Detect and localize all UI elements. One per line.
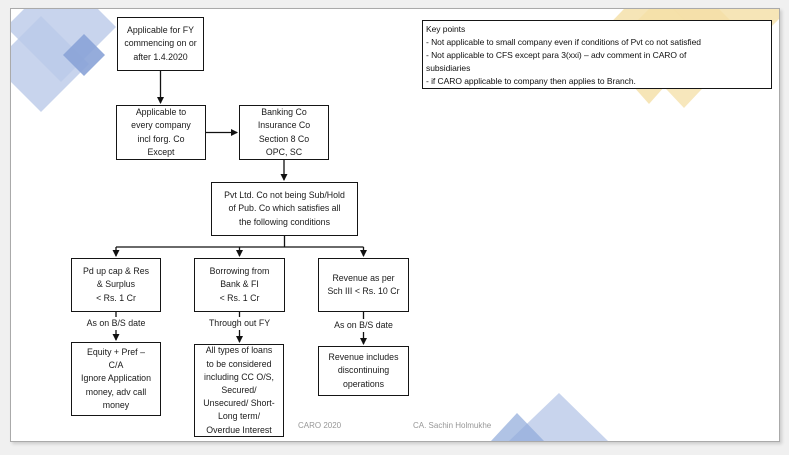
box-condition-borrowing: Borrowing from Bank & FI < Rs. 1 Cr — [194, 258, 285, 312]
decor-diamond-blue-dark — [63, 34, 105, 76]
box-condition-borrowing-text: Borrowing from Bank & FI < Rs. 1 Cr — [209, 266, 270, 303]
box-note-loans: All types of loans to be considered incl… — [194, 344, 284, 437]
box-fy-commencement: Applicable for FY commencing on or after… — [117, 17, 204, 71]
box-applicable-every-company: Applicable to every company incl forg. C… — [116, 105, 206, 160]
box-note-revenue: Revenue includes discontinuing operation… — [318, 346, 409, 396]
label-as-on-bs-date-revenue: As on B/S date — [318, 319, 409, 332]
box-note-capital-text: Equity + Pref – C/A Ignore Application m… — [81, 346, 151, 410]
decor-triangle-blue-large — [509, 393, 608, 441]
footer-slide-title: CARO 2020 — [298, 421, 342, 430]
box-note-capital: Equity + Pref – C/A Ignore Application m… — [71, 342, 161, 416]
footer-author: CA. Sachin Holmukhe — [413, 421, 492, 430]
box-condition-capital: Pd up cap & Res & Surplus < Rs. 1 Cr — [71, 258, 161, 312]
label-throughout-fy: Through out FY — [194, 317, 285, 330]
box-excepted-companies-text: Banking Co Insurance Co Section 8 Co OPC… — [257, 107, 311, 157]
box-condition-revenue: Revenue as per Sch III < Rs. 10 Cr — [318, 258, 409, 312]
box-applicable-every-company-text: Applicable to every company incl forg. C… — [131, 107, 191, 157]
box-note-loans-text: All types of loans to be considered incl… — [203, 345, 275, 435]
decor-triangle-blue-small — [491, 413, 544, 441]
box-note-revenue-text: Revenue includes discontinuing operation… — [328, 352, 399, 389]
box-pvt-ltd-conditions: Pvt Ltd. Co not being Sub/Hold of Pub. C… — [211, 182, 358, 236]
box-fy-commencement-text: Applicable for FY commencing on or after… — [124, 25, 197, 62]
decor-diamond-blue-upper — [11, 9, 116, 82]
box-condition-capital-text: Pd up cap & Res & Surplus < Rs. 1 Cr — [82, 266, 149, 303]
slide-canvas: Key points - Not applicable to small com… — [10, 8, 780, 442]
box-excepted-companies: Banking Co Insurance Co Section 8 Co OPC… — [239, 105, 329, 160]
label-as-on-bs-date-capital: As on B/S date — [71, 317, 161, 330]
box-pvt-ltd-conditions-text: Pvt Ltd. Co not being Sub/Hold of Pub. C… — [224, 190, 345, 227]
box-condition-revenue-text: Revenue as per Sch III < Rs. 10 Cr — [327, 272, 400, 296]
key-points-box: Key points - Not applicable to small com… — [422, 20, 772, 89]
